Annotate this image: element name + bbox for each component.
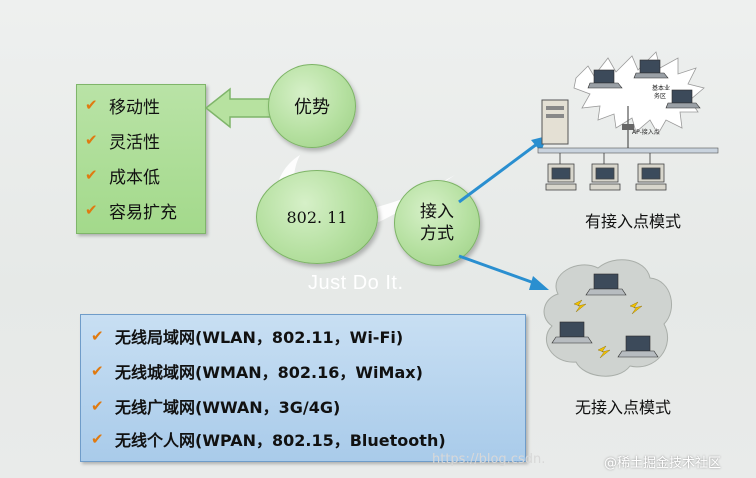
advantage-item: ✔ 灵活性 <box>85 127 160 153</box>
access-mode-bubble: 接入 方式 <box>394 180 480 266</box>
bss-label-2: 务区 <box>654 92 666 100</box>
advantage-item: ✔ 容易扩充 <box>85 197 177 223</box>
wireless-type-label: 无线局域网(WLAN，802.11，Wi-Fi) <box>115 328 404 347</box>
access-line-1: 接入 <box>420 202 454 222</box>
standard-bubble-label: 802. 11 <box>286 207 348 227</box>
advantage-label: 容易扩充 <box>109 202 177 223</box>
infrastructure-network-diagram: 基本业 务区 AP-接入点 <box>537 51 719 191</box>
advantage-bubble: 优势 <box>268 64 356 148</box>
wireless-type-label: 无线个人网(WPAN，802.15，Bluetooth) <box>115 431 446 450</box>
slogan-text: Just Do It. <box>308 272 404 294</box>
standard-bubble: 802. 11 <box>256 170 378 264</box>
watermark-url: https://blog.csdn. <box>432 452 546 467</box>
arrow-to-adhoc-mode <box>458 254 549 290</box>
ap-mode-label: 有接入点模式 <box>585 212 682 231</box>
checkmark-icon: ✔ <box>85 166 98 184</box>
advantages-box: ✔ 移动性 ✔ 灵活性 ✔ 成本低 ✔ 容易扩充 <box>76 84 206 234</box>
adhoc-mode-label: 无接入点模式 <box>575 398 672 417</box>
checkmark-icon: ✔ <box>91 327 104 345</box>
access-line-2: 方式 <box>420 224 454 244</box>
wireless-type-item: ✔ 无线局域网(WLAN，802.11，Wi-Fi) <box>91 322 403 350</box>
wireless-type-item: ✔ 无线广域网(WWAN，3G/4G) <box>91 392 340 420</box>
wireless-type-item: ✔ 无线城域网(WMAN，802.16，WiMax) <box>91 357 423 385</box>
advantage-bubble-label: 优势 <box>294 97 330 118</box>
bss-label: 基本业 <box>652 84 670 92</box>
advantage-label: 成本低 <box>109 167 160 188</box>
checkmark-icon: ✔ <box>91 362 104 380</box>
checkmark-icon: ✔ <box>85 96 98 114</box>
wireless-type-item: ✔ 无线个人网(WPAN，802.15，Bluetooth) <box>91 425 446 453</box>
wireless-type-label: 无线广域网(WWAN，3G/4G) <box>115 398 341 417</box>
advantage-label: 移动性 <box>109 97 160 118</box>
ap-label: AP-接入点 <box>632 128 660 136</box>
checkmark-icon: ✔ <box>91 430 104 448</box>
advantage-item: ✔ 成本低 <box>85 162 160 188</box>
wireless-types-box: ✔ 无线局域网(WLAN，802.11，Wi-Fi) ✔ 无线城域网(WMAN，… <box>80 314 526 462</box>
advantage-item: ✔ 移动性 <box>85 92 160 118</box>
checkmark-icon: ✔ <box>85 201 98 219</box>
access-mode-bubble-label: 接入 方式 <box>420 201 454 245</box>
checkmark-icon: ✔ <box>85 131 98 149</box>
left-arrow-icon <box>204 87 273 129</box>
adhoc-network-diagram <box>543 259 672 377</box>
checkmark-icon: ✔ <box>91 397 104 415</box>
wireless-type-label: 无线城域网(WMAN，802.16，WiMax) <box>115 363 423 382</box>
watermark-credit: @稀土掘金技术社区 <box>604 456 722 471</box>
advantage-label: 灵活性 <box>109 132 160 153</box>
